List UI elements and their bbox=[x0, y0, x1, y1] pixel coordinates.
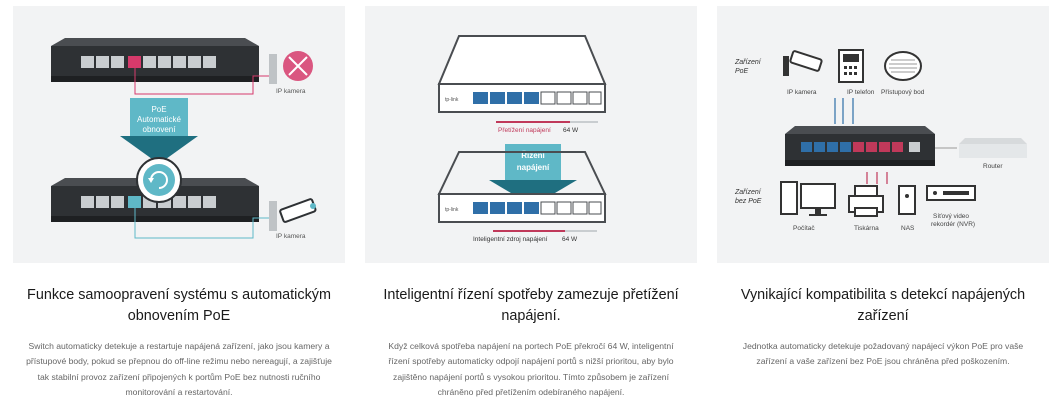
card-title: Inteligentní řízení spotřeby zamezuje př… bbox=[383, 287, 679, 324]
poe-group-line2: PoE bbox=[735, 68, 749, 75]
smart-label: Inteligentní zdroj napájení bbox=[473, 236, 548, 243]
power-management-illustration: tp-link Přetížení napájení 64 W Řízení n… bbox=[365, 6, 697, 263]
printer-icon bbox=[848, 185, 884, 217]
ip-camera-icon bbox=[783, 50, 823, 76]
power-control-arrow-icon bbox=[489, 144, 577, 206]
camera-bottom-label: IP kamera bbox=[276, 233, 306, 240]
switch-top bbox=[51, 38, 259, 82]
overload-label: Přetížení napájení bbox=[498, 127, 551, 134]
computer-icon bbox=[780, 181, 836, 216]
router-icon bbox=[959, 138, 1027, 158]
recovery-arrow-icon bbox=[120, 98, 198, 164]
auto-recovery-illustration: IP kamera PoE Automatické obnovení bbox=[13, 6, 345, 263]
poe-group-line1: Zařízení bbox=[734, 59, 762, 66]
device-bottom-2: NAS bbox=[901, 225, 915, 232]
device-top-0: IP kamera bbox=[787, 89, 817, 96]
switch-bottom bbox=[51, 178, 259, 222]
compat-switch bbox=[785, 126, 935, 166]
recovered-port bbox=[128, 196, 141, 208]
arrow-label-line3: obnovení bbox=[143, 125, 177, 134]
nvr-label-line1: Síťový video bbox=[933, 213, 969, 220]
nvr-icon bbox=[926, 185, 976, 201]
brand-top: tp-link bbox=[445, 97, 459, 103]
auto-recovery-diagram: IP kamera PoE Automatické obnovení bbox=[51, 38, 317, 240]
camera-bottom-icon bbox=[269, 198, 317, 231]
card-title: Vynikající kompatibilita s detekcí napáj… bbox=[740, 287, 1026, 324]
nvr-label-line2: rekordér (NVR) bbox=[931, 221, 975, 228]
camera-top-icon bbox=[269, 51, 313, 84]
arrow-label-line2: Automatické bbox=[137, 115, 182, 124]
compatibility-illustration: Zařízení PoE IP kamera IP telefon Přístu… bbox=[717, 6, 1049, 263]
camera-top-label: IP kamera bbox=[276, 88, 306, 95]
card-title: Funkce samoopravení systému s automatick… bbox=[27, 287, 331, 324]
ip-phone-icon bbox=[838, 49, 864, 83]
brand-bottom: tp-link bbox=[445, 207, 459, 213]
feature-card-compatibility: Zařízení PoE IP kamera IP telefon Přístu… bbox=[717, 6, 1049, 370]
device-top-2: Přístupový bod bbox=[881, 89, 925, 96]
access-point-icon bbox=[884, 51, 922, 81]
managed-bar bbox=[493, 230, 565, 232]
arrow-line1: Řízení bbox=[521, 151, 545, 160]
device-top-1: IP telefon bbox=[847, 89, 875, 96]
recovery-badge-icon bbox=[136, 157, 182, 203]
nas-icon bbox=[898, 185, 916, 215]
switch-managed bbox=[437, 151, 607, 223]
power-management-diagram: tp-link Přetížení napájení 64 W Řízení n… bbox=[437, 35, 607, 243]
card-description: Když celková spotřeba napájení na portec… bbox=[388, 341, 674, 398]
arrow-line2: napájení bbox=[517, 163, 550, 172]
arrow-label-line1: PoE bbox=[151, 105, 166, 114]
feature-card-power-management: tp-link Přetížení napájení 64 W Řízení n… bbox=[365, 6, 697, 401]
card-description: Switch automaticky detekuje a restartuje… bbox=[26, 341, 332, 398]
smart-value: 64 W bbox=[562, 236, 578, 243]
nonpoe-group-line1: Zařízení bbox=[734, 189, 762, 196]
overload-bar bbox=[496, 121, 570, 123]
device-bottom-1: Tiskárna bbox=[854, 225, 879, 232]
compatibility-diagram: Zařízení PoE IP kamera IP telefon Přístu… bbox=[734, 49, 1027, 232]
router-label: Router bbox=[983, 163, 1003, 170]
feature-card-auto-recovery: IP kamera PoE Automatické obnovení bbox=[13, 6, 345, 401]
device-bottom-0: Počítač bbox=[793, 225, 815, 232]
failed-port bbox=[128, 56, 141, 68]
switch-overload bbox=[437, 35, 607, 113]
card-description: Jednotka automaticky detekuje požadovaný… bbox=[742, 341, 1024, 367]
overload-value: 64 W bbox=[563, 127, 579, 134]
nonpoe-group-line2: bez PoE bbox=[735, 198, 762, 205]
